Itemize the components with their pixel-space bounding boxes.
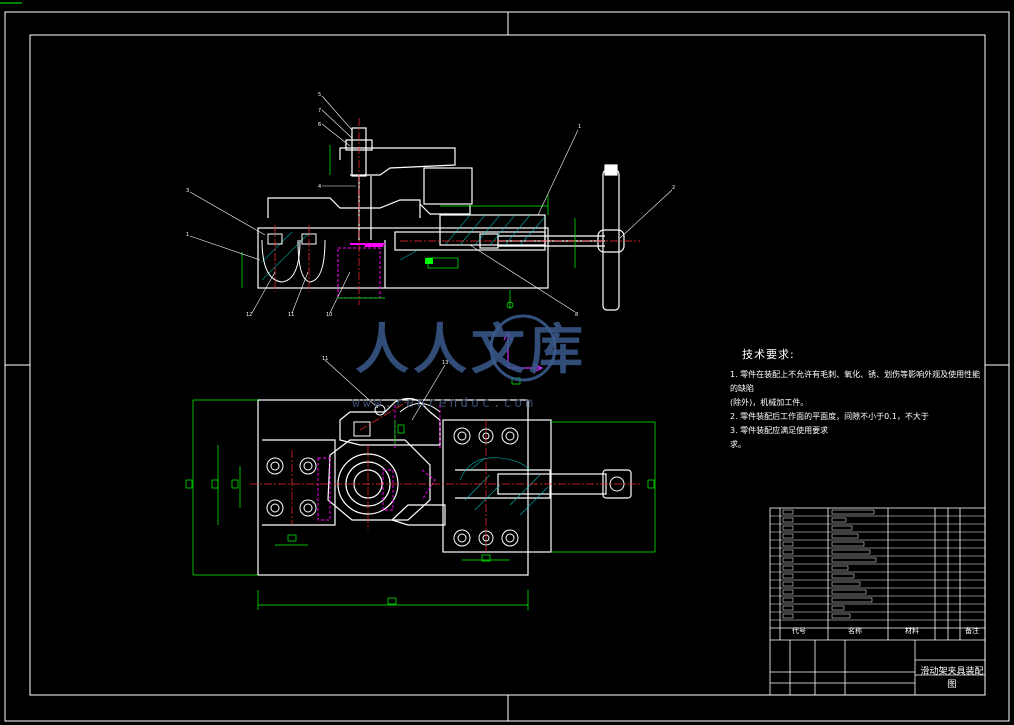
col-label-name: 名称 xyxy=(848,627,862,635)
watermark-logo-icon xyxy=(489,314,557,382)
parts-list-cell-text xyxy=(831,517,847,523)
col-label-remark: 备注 xyxy=(965,627,979,635)
col-label-material: 材料 xyxy=(905,627,919,635)
callout-2: 2 xyxy=(672,185,675,191)
parts-list-cell-text xyxy=(782,509,794,515)
callout-1: 1 xyxy=(186,232,189,238)
parts-list-cell-text xyxy=(831,557,877,563)
col-label-code: 代号 xyxy=(792,627,806,635)
parts-list-cell-text xyxy=(831,613,851,619)
callout-11b: 11 xyxy=(322,356,328,362)
parts-list-cell-text xyxy=(831,549,871,555)
parts-list-table xyxy=(769,507,986,696)
parts-list-rows xyxy=(770,509,985,621)
requirement-line: (除外)，机械加工件。 xyxy=(730,398,809,407)
parts-list-cell-text xyxy=(831,565,849,571)
callout-4: 4 xyxy=(318,184,321,190)
parts-list-cell-text xyxy=(831,573,855,579)
requirement-line: 1. 零件在装配上不允许有毛刺、氧化、锈、划伤等影响外观及使用性能的缺陷 xyxy=(730,370,981,393)
parts-list-cell-text xyxy=(782,589,794,595)
watermark-text: 人人文库 xyxy=(355,317,587,381)
ucs-icon xyxy=(503,330,544,373)
parts-list-cell-text xyxy=(831,509,875,515)
requirement-line: 3. 零件装配应满足使用要求 xyxy=(730,426,829,435)
front-view: 5 7 6 4 3 1 1 2 8 12 11 10 xyxy=(186,92,675,318)
parts-list-cell-text xyxy=(782,597,794,603)
requirement-line: 2. 零件装配后工作面的平面度，间隙不小于0.1，不大于 xyxy=(730,412,929,421)
callout-8: 8 xyxy=(575,312,578,318)
parts-list-cell-text xyxy=(831,533,859,539)
parts-list-cell-text xyxy=(782,613,794,619)
parts-list-cell-text xyxy=(831,605,845,611)
parts-list-cell-text xyxy=(831,525,853,531)
callout-3: 3 xyxy=(186,188,189,194)
callout-10: 10 xyxy=(326,312,332,318)
parts-list-cell-text xyxy=(782,525,794,531)
parts-list-cell-text xyxy=(782,573,794,579)
technical-requirements-heading: 技术要求: xyxy=(742,348,795,361)
sheet-border xyxy=(4,11,1010,722)
parts-list-cell-text xyxy=(782,541,794,547)
parts-list-cell-text xyxy=(782,549,794,555)
parts-list-cell-text xyxy=(782,581,794,587)
watermark-url: www.renrendoc.com xyxy=(352,396,537,411)
feature-markers xyxy=(365,244,433,264)
technical-requirements: 技术要求: 1. 零件在装配上不允许有毛刺、氧化、锈、划伤等影响外观及使用性能的… xyxy=(730,348,985,452)
parts-list-cell-text xyxy=(831,589,867,595)
callout-12: 12 xyxy=(246,312,252,318)
parts-list-cell-text xyxy=(782,605,794,611)
callout-1b: 1 xyxy=(578,124,581,130)
callout-13: 13 xyxy=(442,360,448,366)
drawing-title: 滑动架夹具装配图 xyxy=(920,667,984,690)
parts-list-cell-text xyxy=(831,597,873,603)
callout-7: 7 xyxy=(318,108,321,114)
parts-list-cell-text xyxy=(782,565,794,571)
callout-11: 11 xyxy=(288,312,294,318)
requirement-line: 求。 xyxy=(730,440,746,449)
top-view: 11 13 xyxy=(185,356,656,610)
parts-list-cell-text xyxy=(782,533,794,539)
parts-list-cell-text xyxy=(831,581,861,587)
parts-list-cell-text xyxy=(782,557,794,563)
callout-5: 5 xyxy=(318,92,321,98)
parts-list-cell-text xyxy=(831,541,865,547)
callout-6: 6 xyxy=(318,122,321,128)
parts-list-cell-text xyxy=(782,517,794,523)
